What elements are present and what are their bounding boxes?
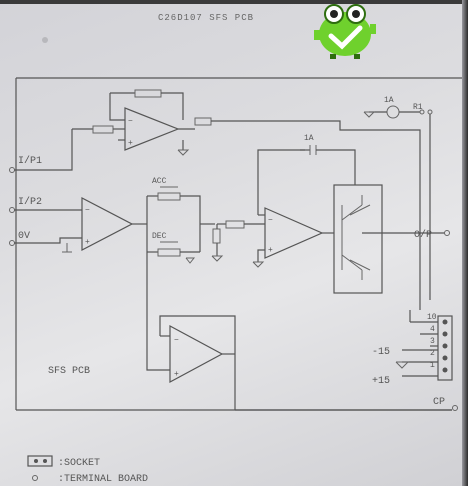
resistor-stage2 [225,220,245,229]
resistor-acc [157,192,181,201]
opamp-bottom: − + [169,324,224,384]
svg-text:+: + [85,238,90,247]
opamp-input: − + [81,197,134,251]
diagram-title: C26D107 SFS PCB [158,13,254,23]
opamp-stage2: − + [264,207,324,259]
svg-text:+: + [268,246,273,255]
label-plus15: +15 [372,376,390,387]
opamp-top: − + [124,107,180,151]
label-dec: DEC [152,232,167,241]
ground-symbol-dec [185,257,196,264]
svg-text:−: − [174,336,179,345]
capacitor-integrator [212,228,221,244]
svg-text:−: − [268,216,273,225]
legend-terminal-icon [32,475,38,481]
legend-socket-text: :SOCKET [58,458,100,469]
label-ip2: I/P2 [18,196,42,208]
legend-socket-icon [27,455,53,467]
resistor-output-top [194,117,212,126]
resistor-feedback-top [134,89,162,98]
terminal-cp [452,405,458,411]
output-transistor-block [333,184,383,294]
resistor-dec [157,248,181,257]
legend-terminal-text: :TERMINAL BOARD [58,474,148,485]
photo-edge-top [0,0,468,4]
label-op: O/P [414,229,432,241]
label-1a-fuse: 1A [384,96,394,105]
pin-label-3: 2 [430,349,435,358]
label-minus15: -15 [372,347,390,358]
label-board-name: SFS PCB [48,366,90,377]
resistor-input-top [92,125,114,134]
label-r1: R1 [413,103,423,112]
svg-text:−: − [128,117,133,126]
terminal-ip2 [9,207,15,213]
pin-label-2: 3 [430,337,435,346]
ground-symbol-connector [395,361,410,369]
fuse-1a-icon [386,105,400,119]
svg-text:+: + [174,370,179,379]
ground-symbol-top [177,149,190,156]
pin-label-0: 10 [427,313,437,322]
pin-label-1: 4 [430,325,435,334]
label-1a-feedback: 1A [304,134,314,143]
label-acc: ACC [152,177,167,186]
terminal-op [444,230,450,236]
label-cp: CP [433,397,445,408]
label-0v: 0V [18,231,30,242]
frog-mascot-icon [314,4,376,59]
smudge-mark [42,37,48,43]
photo-edge-right [462,0,468,486]
connector-socket-block [437,315,453,381]
label-ip1: I/P1 [18,155,42,167]
pin-label-4: 1 [430,361,435,370]
terminal-ip1 [9,167,15,173]
svg-text:−: − [85,206,90,215]
terminal-0v [9,240,15,246]
svg-text:+: + [128,139,133,148]
